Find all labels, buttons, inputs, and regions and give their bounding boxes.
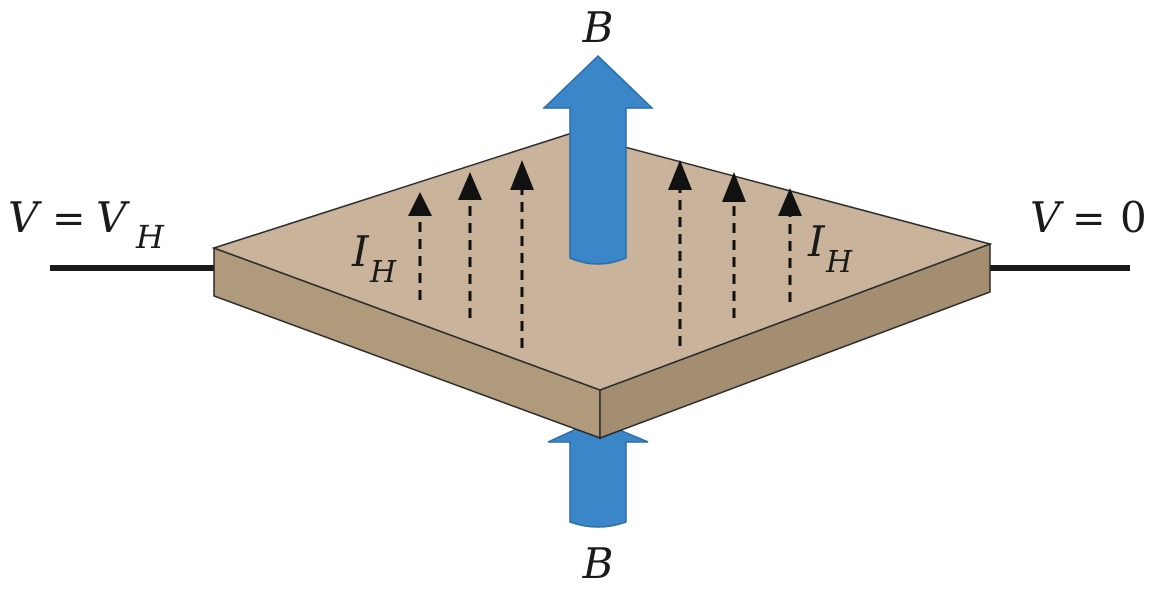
svg-text:0: 0	[1120, 193, 1147, 242]
field-label-top: B	[582, 3, 614, 52]
left-voltage-label: V = V H	[8, 193, 165, 256]
svg-text:V: V	[96, 193, 130, 242]
svg-text:=: =	[52, 196, 86, 242]
svg-text:=: =	[1072, 196, 1106, 242]
svg-text:V: V	[8, 193, 42, 242]
current-arrow	[722, 172, 746, 318]
current-arrow	[510, 160, 534, 348]
current-arrows	[408, 160, 802, 348]
svg-text:I: I	[807, 217, 826, 266]
current-label-left: I H	[351, 227, 397, 290]
svg-text:I: I	[351, 227, 370, 276]
current-arrow	[778, 188, 802, 302]
current-arrow	[458, 172, 482, 318]
current-arrow	[668, 160, 692, 346]
svg-text:H: H	[825, 245, 853, 280]
field-label-bottom: B	[582, 539, 614, 588]
right-voltage-label: V = 0	[1030, 193, 1147, 242]
current-arrow	[408, 192, 432, 300]
field-arrow-top	[542, 54, 654, 265]
svg-text:H: H	[135, 218, 165, 256]
current-label-right: I H	[807, 217, 853, 280]
svg-text:V: V	[1030, 193, 1064, 242]
field-arrow-bottom	[547, 419, 649, 528]
svg-text:H: H	[369, 255, 397, 290]
